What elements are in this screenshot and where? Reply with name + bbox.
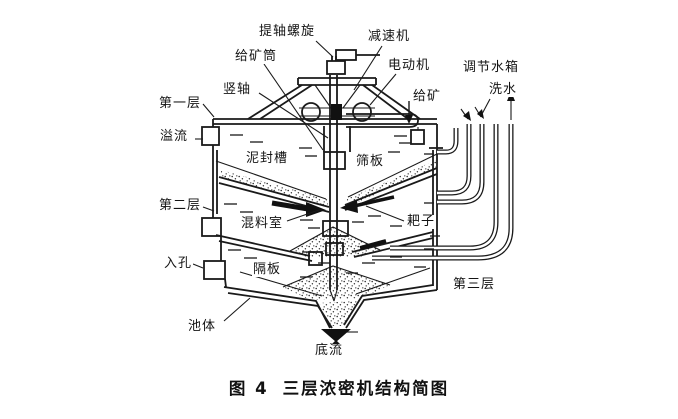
central-shaft xyxy=(322,49,380,302)
water-level-marks xyxy=(224,134,440,278)
label-vertical-shaft: 竖轴 xyxy=(222,82,253,98)
drive-bridge xyxy=(247,77,421,122)
label-motor: 电动机 xyxy=(387,58,432,74)
label-wash-water: 洗水 xyxy=(488,82,519,98)
label-manhole: 入孔 xyxy=(163,256,194,272)
label-partition-plate: 隔板 xyxy=(252,262,283,278)
label-second-layer: 第二层 xyxy=(158,198,203,214)
label-feed: 给矿 xyxy=(412,89,443,105)
leader-lines xyxy=(192,40,491,322)
label-sieve-plate: 筛板 xyxy=(355,154,386,170)
figure-caption: 图 4 三层浓密机结构简图 xyxy=(0,375,678,399)
figure-caption-title: 三层浓密机结构简图 xyxy=(282,379,450,398)
label-mud-seal-trough: 泥封槽 xyxy=(245,151,290,167)
label-regulating-water-tank: 调节水箱 xyxy=(462,60,521,76)
label-lifting-screw: 提轴螺旋 xyxy=(258,24,317,40)
label-rake: 耙子 xyxy=(406,214,437,230)
label-underflow: 底流 xyxy=(314,343,345,359)
label-third-layer: 第三层 xyxy=(452,277,497,293)
label-mixing-chamber: 混料室 xyxy=(240,216,285,232)
pulley-right xyxy=(352,102,372,122)
label-tank-body: 池体 xyxy=(187,319,218,335)
label-feed-cylinder: 给矿筒 xyxy=(234,49,279,65)
pulley-left xyxy=(301,102,321,122)
wash-water-pipes xyxy=(372,91,515,261)
feed-launder xyxy=(346,101,425,145)
figure-caption-number: 图 4 xyxy=(228,379,269,398)
label-reducer: 减速机 xyxy=(367,29,412,45)
label-overflow: 溢流 xyxy=(159,129,190,145)
label-first-layer: 第一层 xyxy=(158,96,203,112)
